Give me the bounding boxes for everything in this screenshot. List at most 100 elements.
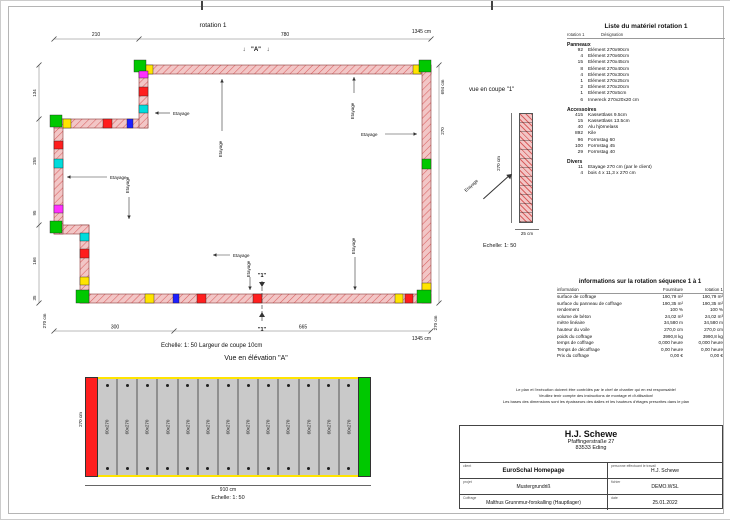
info-fourniture: 190,79 m² [662,294,683,299]
info-rotation: 3990,8 kg [702,333,723,339]
formwork-element [138,70,149,79]
info-rotation: 100 % [709,307,723,313]
table-row: volume de béton 24,02 m³ 24,02 m³ [557,314,723,321]
rotation-info-table: informations sur la rotation séquence 1 … [557,279,723,360]
material-label: Formstag 40 [588,150,615,156]
elevation-panel: 60x270 [98,379,119,475]
formwork-element [421,158,432,170]
wall-segment [53,118,64,235]
formwork-element [102,118,113,129]
info-fourniture: 0,00 € [670,353,683,359]
info-fourniture: 100 % [669,307,683,313]
info-fourniture: 24,02 m³ [664,313,683,319]
tie-dot-icon [105,384,109,387]
info-table-header: information Fourniture rotation 1 [557,287,723,294]
material-label: Formstag 60 [588,137,615,143]
etayage-label: Etayage [350,102,355,119]
tie-dot-icon [286,467,290,470]
info-label: mètre linéaire [557,320,585,326]
tie-dot-icon [145,384,149,387]
section-accessoires: Accessoires [567,106,597,113]
elevation-dim-line [85,485,371,486]
material-qty: 11 [578,165,583,171]
material-item: 15 Kassettlass 13.5cm [567,119,725,125]
material-label: Kile [588,131,596,137]
fold-mark [201,1,203,10]
info-rotation: 0,000 heure [698,340,723,346]
down-arrow-icon: ↓ [243,47,246,53]
company-address-1: Pfaffingerstraße 27 [567,439,615,445]
project-label: projet [463,480,472,484]
elevation-panel: 60x270 [118,379,139,475]
material-label: Etayage 270 cm (par le client) [588,165,652,171]
elevation-panel: 60x270 [199,379,219,475]
dim-label: 210 [92,32,101,38]
info-label: hauteur du voile [557,326,590,332]
elevation-title: Vue en élévation "A" [224,355,288,362]
client-cell: client EuroSchal Homepage [460,463,608,478]
panel-size-label: 60x270 [346,419,352,435]
tie-dot-icon [226,384,230,387]
elevation-view: 270 cm 60x270 60x270 [78,367,371,507]
file-cell: fichier DEMO.WSL [608,479,722,494]
info-label: volume de béton [557,313,591,319]
section-dim-line [511,113,512,223]
material-qty: 2 [580,85,583,91]
material-item: 1 Elément 270x25cm [567,79,725,85]
info-label: poids du coffrage [557,333,593,339]
etayage-annotations: Etayage Etayage Etayage Etayage Etayage … [67,77,417,290]
elevation-end-element-red [85,377,98,477]
material-item: 29 Formstag 40 [567,150,725,156]
tie-dot-icon [327,467,331,470]
cut-arrow-icon [259,312,265,317]
formwork-element [53,140,64,150]
dim-label: 255 [32,157,37,165]
plan-title: rotation 1 [199,22,226,29]
material-list-header: rotation 1 Désignation [567,32,725,39]
material-qty: 4 [580,171,583,177]
formwork-element [252,293,263,304]
plan-walls [53,64,432,304]
table-row: Prix du coffrage 0,00 € 0,00 € [557,353,723,360]
formwork-element [79,276,90,286]
material-item: 4 Elément 270x30cm [567,73,725,79]
etayage-label: Etayage [351,237,356,254]
material-qty: 4 [580,54,583,60]
info-rotation: 190,79 m² [702,294,723,299]
company-address-2: 83533 Eding [575,445,607,451]
info-label: Prix du coffrage [557,353,590,359]
etayage-label: Etayage [173,111,190,116]
section-title: vue en coupe "1" [469,87,515,93]
elevation-panel: 60x270 [179,379,199,475]
title-block-row-coffrage: Coffrage Malthus Grunnmur-forskalling (H… [460,494,722,510]
panel-size-label: 60x270 [165,419,171,435]
formwork-elements [49,59,432,304]
material-item: 40 Alu hjörnelass [567,125,725,131]
material-label: Elément 270x90cm [588,48,630,53]
info-label: rendement [557,307,579,313]
panel-size-label: 60x270 [265,419,271,435]
material-label: Formstag 45 [588,143,615,149]
file-value: DEMO.WSL [651,484,679,490]
section-divers: Divers [567,159,583,166]
formwork-element [49,220,63,234]
elevation-panel: 60x270 [320,379,340,475]
etayage-label: Etayage [110,175,127,180]
coffrage-cell: Coffrage Malthus Grunnmur-forskalling (H… [460,495,608,510]
project-value: Mustergrundriß [516,484,551,490]
formwork-element [133,59,147,73]
info-label: surface de coffrage [557,294,597,299]
col-designation: Désignation [601,32,624,37]
coffrage-value: Malthus Grunnmur-forskalling (Hauptlager… [486,500,581,506]
material-label: Elément 270x60cm [588,54,630,60]
elevation-scale: Echelle: 1: 50 [211,495,245,501]
table-row: rendement 100 % 100 % [557,307,723,314]
formwork-element [79,248,90,259]
info-rotation: 270,0 cm [704,326,723,332]
material-item: 96 Formstag 60 [567,138,725,144]
etayage-label: Etayage [125,176,130,193]
info-fourniture: 0,00 heure [661,346,683,352]
material-label: Elément 270x40cm [588,66,630,72]
title-block-row-client: client EuroSchal Homepage personne effec… [460,462,722,478]
formwork-element [394,293,404,304]
